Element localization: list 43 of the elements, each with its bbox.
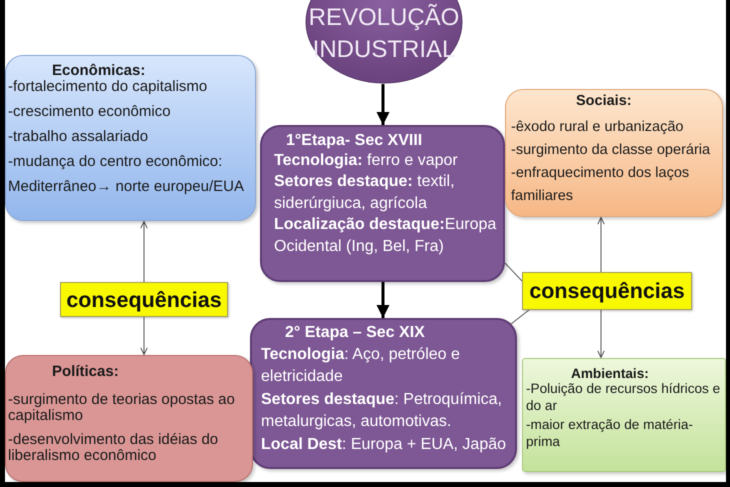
stage-heading: 2° Etapa – Sec XIX xyxy=(284,323,426,343)
bullet-item: -Poluição de recursos hídricos e do ar xyxy=(526,380,722,414)
stage-detail: Setores destaque: Petroquímica, metalurgicas, automotivas. xyxy=(261,390,503,432)
arrow xyxy=(376,282,390,318)
bullet-item: -mudança do centro econômico: xyxy=(8,153,224,171)
arrow xyxy=(140,316,148,356)
stage-box xyxy=(250,318,517,469)
category-box xyxy=(522,358,726,472)
bullet-item: Mediterrâneo→ norte europeu/EUA xyxy=(8,178,245,196)
bullet-item: -surgimento da classe operária xyxy=(511,141,712,160)
stage-detail: Local Dest: Europa + EUA, Japão xyxy=(261,434,508,454)
stage-detail: Tecnologia: Aço, petróleo e eletricidade xyxy=(261,344,461,387)
title-text: REVOLUÇÃO INDUSTRIAL xyxy=(308,2,460,65)
bullet-item: -maior extração de matéria-prima xyxy=(526,416,694,450)
bullet-item: -enfraquecimento dos laços familiares xyxy=(511,164,690,206)
arrow xyxy=(376,84,390,125)
category-heading: Ambientais: xyxy=(570,365,650,382)
connector-line xyxy=(504,262,522,282)
stage-box xyxy=(260,125,505,282)
bullet-item: -êxodo rural e urbanização xyxy=(511,118,684,137)
stage-detail: Localização destaque:Europa Ocidental (Ing, Bel, Fra) xyxy=(274,215,498,256)
bullet-item: -crescimento econômico xyxy=(8,103,172,121)
category-heading: Sociais: xyxy=(575,92,633,111)
stage-detail: Setores destaque: textil, siderúrgiuca, agrícola xyxy=(274,172,456,214)
stage-detail: Tecnologia: ferro e vapor xyxy=(274,150,459,170)
bullet-item: -fortalecimento do capitalismo xyxy=(8,78,208,96)
category-heading: Políticas: xyxy=(51,364,120,380)
category-box xyxy=(505,89,723,217)
category-heading: Econômicas: xyxy=(51,62,146,80)
arrow xyxy=(140,220,148,282)
connector-line xyxy=(510,310,530,324)
tag-box xyxy=(60,282,228,317)
arrow xyxy=(597,216,605,272)
category-box xyxy=(5,355,253,482)
tag-box xyxy=(522,272,692,310)
tag-label: consequências xyxy=(66,286,222,312)
category-box xyxy=(5,55,256,221)
arrow xyxy=(597,310,605,358)
bullet-item: -desenvolvimento das idéias do liberalismo econômico xyxy=(8,432,220,464)
bullet-item: -surgimento de teorias opostas ao capitalismo xyxy=(8,392,236,424)
bullet-item: -trabalho assalariado xyxy=(8,128,150,146)
tag-label: consequências xyxy=(529,278,685,304)
stage-heading: 1°Etapa- Sec XVIII xyxy=(285,131,424,151)
